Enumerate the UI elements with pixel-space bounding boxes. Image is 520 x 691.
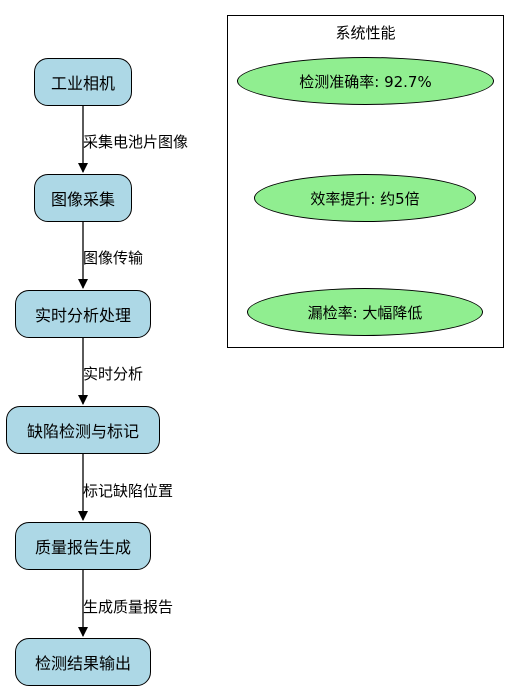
edge-label-5: 生成质量报告	[83, 598, 174, 616]
node-realtime-analysis: 实时分析处理	[15, 290, 151, 338]
metric-miss-rate: 漏检率: 大幅降低	[247, 288, 483, 336]
edge-label-3: 实时分析	[83, 365, 144, 383]
edge-label-2: 图像传输	[83, 249, 144, 267]
edge-label-4: 标记缺陷位置	[83, 482, 174, 500]
metric-efficiency: 效率提升: 约5倍	[254, 174, 476, 222]
node-industrial-camera: 工业相机	[34, 58, 132, 106]
metric-accuracy: 检测准确率: 92.7%	[237, 57, 494, 105]
edge-label-1: 采集电池片图像	[83, 133, 189, 151]
node-image-acquisition: 图像采集	[34, 174, 132, 222]
node-defect-detection: 缺陷检测与标记	[6, 406, 160, 454]
performance-cluster: 系统性能	[227, 15, 504, 348]
node-quality-report: 质量报告生成	[15, 522, 151, 570]
performance-title: 系统性能	[335, 24, 396, 42]
node-detection-output: 检测结果输出	[15, 638, 151, 686]
